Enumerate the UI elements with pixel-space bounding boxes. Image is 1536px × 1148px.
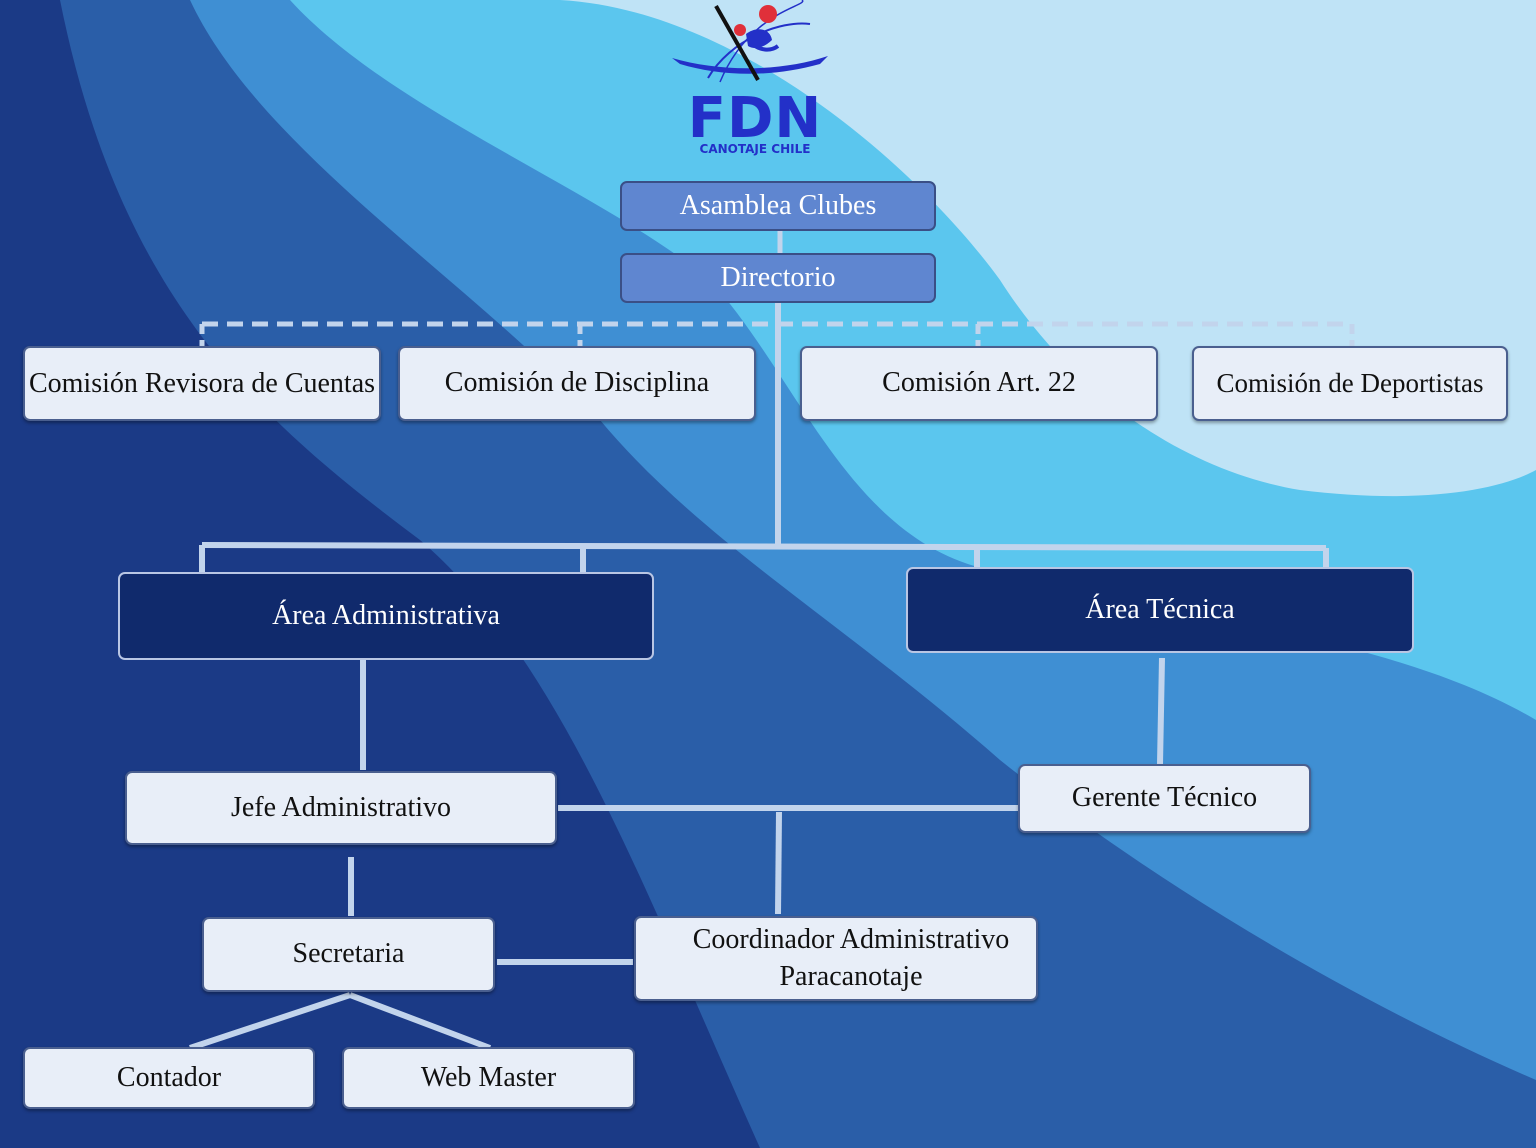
node-coordinador-paracanotaje: Coordinador Administrativo Paracanotaje (634, 916, 1038, 1001)
connector-lines (189, 230, 1355, 1051)
node-comision-revisora-cuentas: Comisión Revisora de Cuentas (23, 346, 381, 421)
node-area-tecnica: Área Técnica (906, 567, 1414, 653)
node-jefe-administrativo: Jefe Administrativo (125, 771, 557, 845)
logo-title: FDN (687, 86, 823, 151)
node-comision-deportistas: Comisión de Deportistas (1192, 346, 1508, 421)
node-asamblea-clubes: Asamblea Clubes (620, 181, 936, 231)
node-gerente-tecnico: Gerente Técnico (1018, 764, 1311, 833)
node-web-master: Web Master (342, 1047, 635, 1109)
node-secretaria: Secretaria (202, 917, 495, 992)
node-area-administrativa: Área Administrativa (118, 572, 654, 660)
logo-subtitle: CANOTAJE CHILE (699, 142, 811, 156)
fdn-logo: FDN CANOTAJE CHILE (660, 0, 840, 170)
node-comision-disciplina: Comisión de Disciplina (398, 346, 756, 421)
node-contador: Contador (23, 1047, 315, 1109)
kayak-paddler-icon (672, 0, 828, 83)
node-directorio: Directorio (620, 253, 936, 303)
node-comision-art22: Comisión Art. 22 (800, 346, 1158, 421)
